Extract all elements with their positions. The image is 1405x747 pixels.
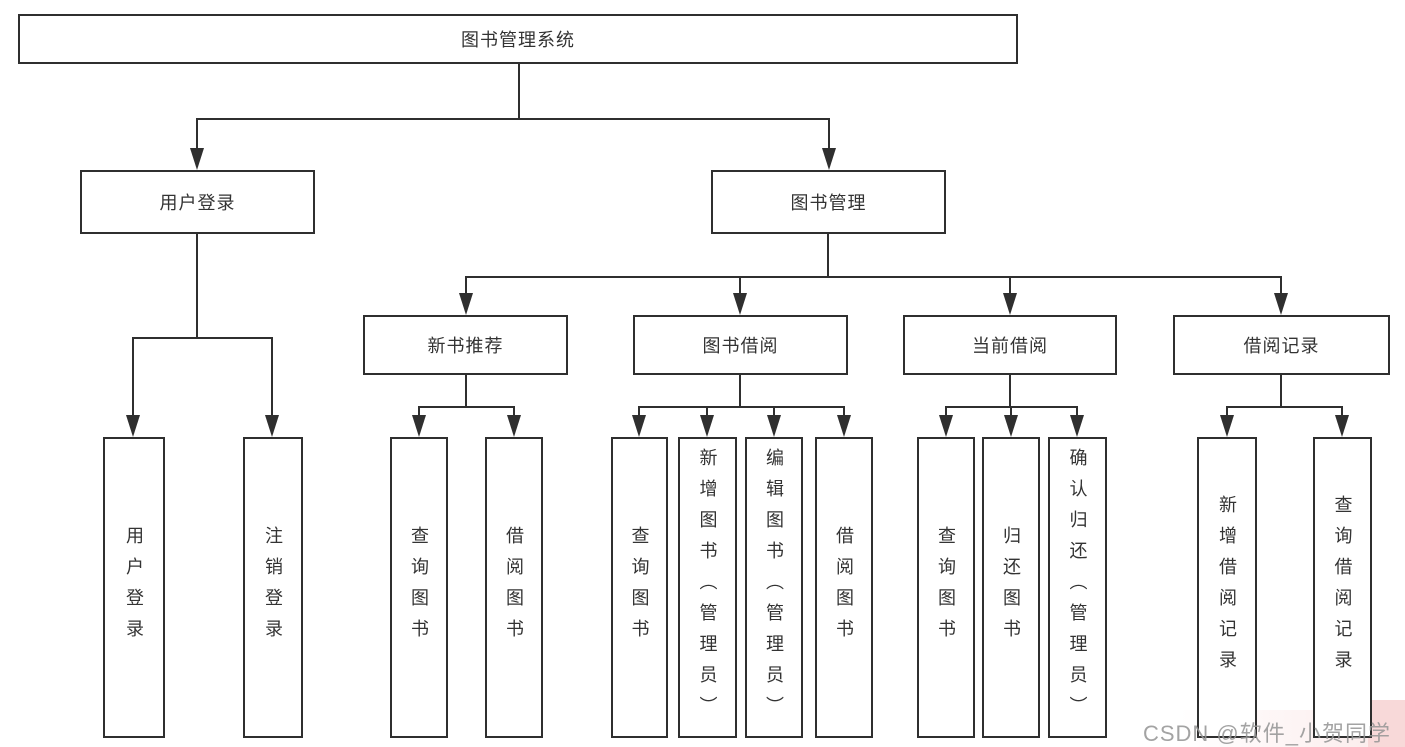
arrow-down-icon [126,415,140,437]
connector-line [518,64,520,118]
leaf-query-books: 查询图书 [917,437,975,738]
arrow-down-icon [1004,415,1018,437]
leaf-query-borrow-record: 查询借阅记录 [1313,437,1372,738]
connector-line [638,406,640,416]
arrow-down-icon [459,293,473,315]
leaf-borrow-books: 借阅图书 [485,437,543,738]
leaf-logout: 注销登录 [243,437,303,738]
connector-line [465,276,1282,278]
leaf-borrow-books: 借阅图书 [815,437,873,738]
connector-line [739,276,741,294]
arrow-down-icon [190,148,204,170]
connector-line [1280,375,1282,406]
connector-line [196,118,198,148]
arrow-down-icon [1335,415,1349,437]
connector-line [465,375,467,406]
connector-line [1226,406,1343,408]
arrow-down-icon [1003,293,1017,315]
connector-line [196,234,198,337]
connector-line [465,276,467,294]
arrow-down-icon [767,415,781,437]
arrow-down-icon [822,148,836,170]
connector-line [132,337,134,415]
watermark-text: CSDN @软件_小贺同学 [1142,721,1391,746]
node-user-login: 用户登录 [80,170,315,234]
arrow-down-icon [265,415,279,437]
arrow-down-icon [1220,415,1234,437]
connector-line [843,406,845,416]
arrow-down-icon [700,415,714,437]
node-new-book-recommend: 新书推荐 [363,315,568,375]
connector-line [513,406,515,416]
leaf-edit-book-admin: 编辑图书（管理员） [745,437,803,738]
connector-line [1009,375,1011,406]
leaf-return-books: 归还图书 [982,437,1040,738]
arrow-down-icon [412,415,426,437]
leaf-user-login: 用户登录 [103,437,165,738]
connector-line [132,337,273,339]
leaf-query-books: 查询图书 [390,437,448,738]
leaf-query-books: 查询图书 [611,437,668,738]
arrow-down-icon [733,293,747,315]
connector-line [1226,406,1228,416]
arrow-down-icon [837,415,851,437]
connector-line [828,118,830,148]
node-book-management: 图书管理 [711,170,946,234]
connector-line [1009,276,1011,294]
arrow-down-icon [632,415,646,437]
arrow-down-icon [507,415,521,437]
connector-line [196,118,830,120]
node-current-borrow: 当前借阅 [903,315,1117,375]
connector-line [706,406,708,416]
connector-line [827,234,829,276]
connector-line [1341,406,1343,416]
connector-line [1280,276,1282,294]
leaf-add-borrow-record: 新增借阅记录 [1197,437,1257,738]
connector-line [418,406,420,416]
leaf-add-book-admin: 新增图书（管理员） [678,437,737,738]
connector-line [1076,406,1078,416]
connector-line [945,406,947,416]
node-root: 图书管理系统 [18,14,1018,64]
node-book-borrow: 图书借阅 [633,315,848,375]
connector-line [418,406,515,408]
arrow-down-icon [939,415,953,437]
arrow-down-icon [1070,415,1084,437]
connector-line [271,337,273,415]
connector-line [739,375,741,406]
leaf-confirm-return-admin: 确认归还（管理员） [1048,437,1107,738]
connector-line [638,406,845,408]
connector-line [773,406,775,416]
arrow-down-icon [1274,293,1288,315]
connector-line [1010,406,1012,416]
node-borrow-record: 借阅记录 [1173,315,1390,375]
watermark-corner-background [1368,700,1405,747]
